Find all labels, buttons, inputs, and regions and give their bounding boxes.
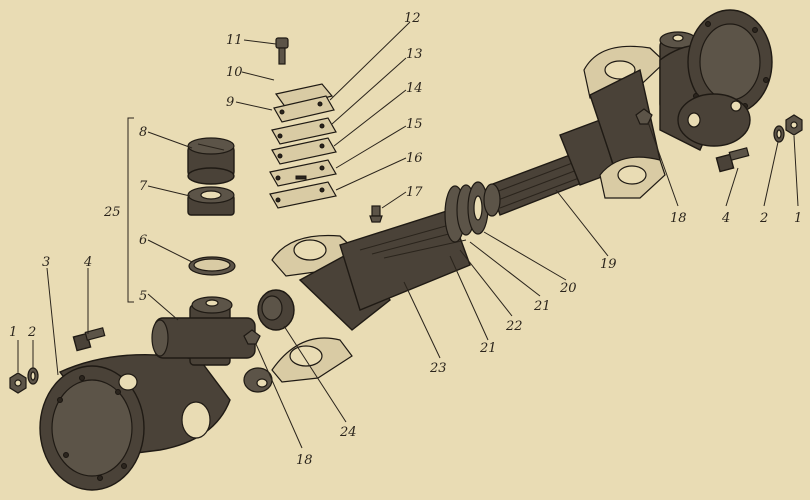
bearing-seal-ring	[188, 256, 236, 276]
label-17: 17	[406, 185, 423, 200]
right-bolt	[715, 147, 750, 173]
label-18-right: 18	[670, 211, 687, 226]
label-12: 12	[404, 11, 421, 26]
label-1-left: 1	[9, 325, 17, 340]
label-9: 9	[226, 95, 234, 110]
leader-lines	[17, 21, 799, 449]
seal-rings	[444, 181, 489, 243]
left-nut	[9, 372, 27, 394]
label-14: 14	[406, 81, 423, 96]
label-23: 23	[429, 361, 447, 376]
right-flange-yoke	[659, 9, 773, 151]
label-20: 20	[559, 281, 577, 296]
label-7: 7	[139, 179, 148, 194]
right-washer	[773, 125, 785, 143]
left-washer	[27, 367, 39, 385]
label-6: 6	[139, 233, 147, 248]
label-4-left: 4	[83, 255, 92, 270]
left-bolt	[72, 327, 106, 352]
left-cross-spider	[151, 296, 273, 393]
right-nut	[785, 114, 803, 136]
bearing-cup	[187, 137, 235, 185]
label-25: 25	[103, 205, 121, 220]
label-2-left: 2	[27, 325, 36, 340]
right-yoke	[583, 45, 666, 199]
label-10: 10	[226, 65, 243, 80]
label-24: 24	[339, 425, 357, 440]
label-21-upper: 21	[533, 299, 551, 314]
label-11: 11	[226, 33, 243, 48]
label-3: 3	[42, 255, 50, 270]
center-grease-fitting	[369, 205, 383, 223]
label-16: 16	[406, 151, 423, 166]
label-5: 5	[139, 289, 147, 304]
label-1-right: 1	[794, 211, 802, 226]
label-15: 15	[406, 117, 423, 132]
left-grease-fitting	[243, 329, 261, 345]
slip-yoke-sleeve	[271, 209, 471, 383]
right-grease-fitting	[635, 108, 653, 125]
label-19: 19	[600, 257, 617, 272]
label-13: 13	[406, 47, 423, 62]
label-21-lower: 21	[479, 341, 497, 356]
lock-plate-stack	[269, 83, 337, 209]
group-bracket	[127, 117, 134, 303]
label-4-right: 4	[721, 211, 730, 226]
label-2-right: 2	[759, 211, 768, 226]
splined-shaft	[483, 119, 621, 217]
dust-cap	[257, 289, 295, 331]
needle-bearing	[187, 186, 235, 216]
label-22: 22	[505, 319, 523, 334]
plate-bolt	[275, 37, 289, 65]
label-18-left: 18	[296, 453, 313, 468]
left-flange-yoke	[39, 353, 231, 491]
part-labels: 1 2 3 4 5 6 7 8 9 10 11 12 13 14 15 16 1…	[9, 11, 802, 468]
label-8: 8	[139, 125, 147, 140]
